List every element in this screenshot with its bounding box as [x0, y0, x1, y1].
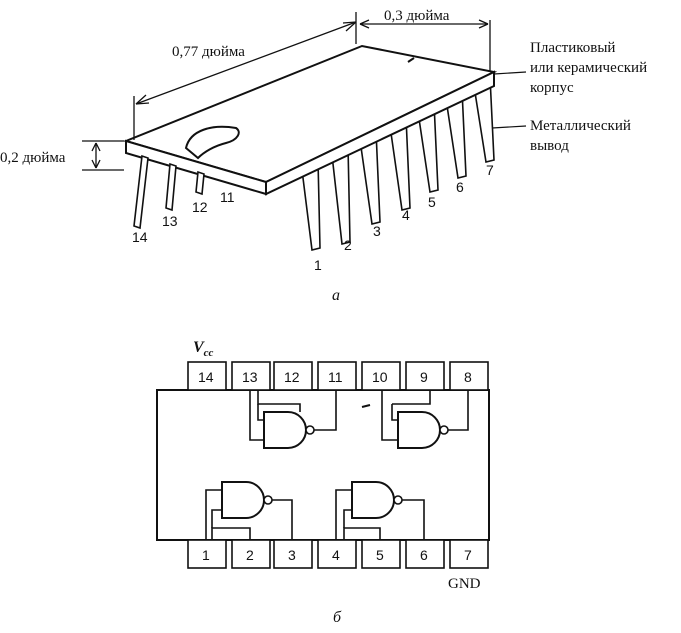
top-pin-box — [273, 361, 313, 391]
body-callout-2: или керамический — [530, 60, 647, 76]
top-pin-box — [317, 361, 357, 391]
pkg-pin-3: 3 — [373, 223, 381, 239]
bottom-pin-box — [317, 539, 357, 569]
body-callout-1: Пластиковый — [530, 40, 615, 56]
nand-gate-top-right — [381, 390, 469, 449]
dim-height — [82, 140, 124, 171]
top-pin-12: 12 — [284, 369, 300, 385]
pkg-pin-6: 6 — [456, 179, 464, 195]
bottom-pin-2: 2 — [246, 547, 254, 563]
pkg-pin-5: 5 — [428, 194, 436, 210]
dim-length — [133, 12, 357, 140]
front-pins — [301, 75, 495, 251]
pkg-pin-13: 13 — [162, 213, 178, 229]
top-pin-11: 11 — [328, 369, 343, 385]
back-pins — [133, 154, 205, 230]
bottom-pin-6: 6 — [420, 547, 428, 563]
top-pin-10: 10 — [372, 369, 388, 385]
bottom-pin-row: 1 2 3 4 5 6 7 — [187, 539, 489, 569]
pkg-pin-2: 2 — [344, 237, 352, 253]
lead-callout-1: Металлический — [530, 118, 631, 134]
top-pin-box — [449, 361, 489, 391]
width-label: 0,3 дюйма — [384, 8, 450, 24]
caption-b: б — [333, 609, 342, 626]
bottom-pin-3: 3 — [288, 547, 296, 563]
height-label: 0,2 дюйма — [0, 150, 66, 166]
top-pin-13: 13 — [242, 369, 258, 385]
bottom-pin-box — [405, 539, 445, 569]
package-notch — [184, 125, 240, 160]
top-pin-box — [231, 361, 271, 391]
caption-a: а — [332, 287, 340, 304]
bottom-pin-5: 5 — [376, 547, 384, 563]
pkg-pin-12: 12 — [192, 199, 208, 215]
pkg-pin-11: 11 — [220, 189, 235, 205]
top-pin-box — [187, 361, 227, 391]
pin1-mark — [407, 57, 415, 63]
pkg-pin-7: 7 — [486, 162, 494, 178]
schematic: Vcc 14 13 12 11 10 9 8 — [156, 339, 490, 592]
bottom-pin-1: 1 — [202, 547, 210, 563]
vcc-label: Vcc — [193, 339, 214, 359]
top-pin-box — [361, 361, 401, 391]
lead-callout-2: вывод — [530, 138, 569, 154]
nand-gate-bottom-right — [335, 481, 425, 540]
top-pin-14: 14 — [198, 369, 214, 385]
bottom-pin-box — [361, 539, 401, 569]
bottom-pin-box — [187, 539, 227, 569]
body-callout-line — [493, 71, 527, 75]
pkg-pin-14: 14 — [132, 229, 148, 245]
top-pin-9: 9 — [420, 369, 428, 385]
bottom-pin-box — [449, 539, 489, 569]
lead-callout-line — [491, 125, 527, 129]
bottom-pin-7: 7 — [464, 547, 472, 563]
length-label: 0,77 дюйма — [172, 44, 245, 60]
pin1-dot — [361, 404, 371, 408]
top-pin-box — [405, 361, 445, 391]
nand-gate-top-left — [249, 390, 337, 449]
bottom-pin-box — [273, 539, 313, 569]
top-pin-row: 14 13 12 11 10 9 8 — [187, 361, 489, 391]
body-callout-3: корпус — [530, 80, 574, 96]
bottom-pin-box — [231, 539, 271, 569]
nand-gate-bottom-left — [205, 481, 293, 540]
top-pin-8: 8 — [464, 369, 472, 385]
pkg-pin-1: 1 — [314, 257, 322, 273]
package-pin-labels: 1 2 3 4 5 6 7 14 13 12 11 — [132, 162, 494, 273]
dip-package: 1 2 3 4 5 6 7 14 13 12 11 0,77 дюйма — [0, 8, 647, 273]
bottom-pin-4: 4 — [332, 547, 340, 563]
pkg-pin-4: 4 — [402, 207, 410, 223]
package-left-face — [125, 139, 267, 196]
dim-width — [359, 19, 491, 72]
gnd-label: GND — [448, 576, 481, 592]
